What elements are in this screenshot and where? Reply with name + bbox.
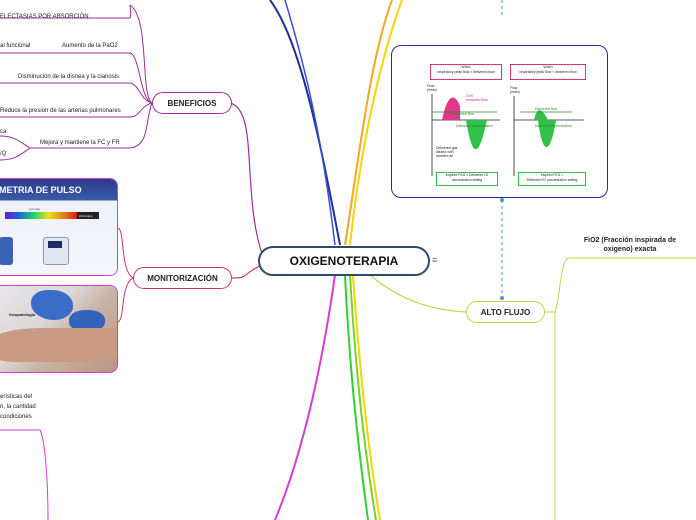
spectrum-bar xyxy=(5,212,77,219)
oximetria-image-card[interactable]: METRIA DE PULSO Luz roja infrarrojos xyxy=(0,178,118,276)
leaf-fio2: FiO2 (Fracción inspirada de oxigeno) exa… xyxy=(583,237,677,253)
branch-line-monitorizacion xyxy=(231,264,263,279)
branch-line-magenta xyxy=(274,274,336,520)
leaf-ca: ca xyxy=(0,129,7,135)
right-result-box: Inspired FiO2 = Delivered O2 concentrati… xyxy=(518,172,586,186)
monitorizacion-label: MONITORIZACIÓN xyxy=(147,273,218,283)
branch-line-alto-flujo xyxy=(369,274,467,313)
leaf-arterias: Reduce la presion de las arterias pulmon… xyxy=(0,108,121,114)
finger-device xyxy=(0,237,13,265)
arm xyxy=(0,328,117,362)
glove-hand-2 xyxy=(69,310,105,332)
leaf-mejora: Mejora y mantiene la FC y FR xyxy=(40,140,120,146)
glove-hand-1 xyxy=(31,290,73,320)
arterial-sample-photo-card[interactable]: fisiopatología xyxy=(0,285,118,373)
oximeter-screen xyxy=(48,241,62,248)
right-condition-box: When inspiratory peak flow < delivered f… xyxy=(510,64,586,80)
leaf-caracteristicas-2: n, la cantidad xyxy=(0,404,36,410)
branch-line-yellow xyxy=(349,0,403,246)
infrared-bar xyxy=(77,212,99,219)
spectrum-label: Luz roja xyxy=(29,207,40,211)
beneficios-node[interactable]: BENEFICIOS xyxy=(152,92,232,114)
gas-note: Delivered gas diluted with ambient air xyxy=(436,146,458,158)
branch-line-green-2 xyxy=(349,274,377,520)
monitorizacion-node[interactable]: MONITORIZACIÓN xyxy=(133,267,232,289)
leaf-vq: /Q xyxy=(0,151,7,157)
alto-flujo-node[interactable]: ALTO FLUJO xyxy=(466,301,545,323)
right-axis-label: Flow (l/min) xyxy=(510,86,520,94)
photo-caption: fisiopatología xyxy=(9,312,35,317)
leaf-pao2: Aumento de la PaO2 xyxy=(62,43,118,49)
left-delivered-conc: Delivered concentration xyxy=(456,124,493,128)
leaf-caracteristicas-3: condiciones xyxy=(0,414,32,420)
leaf-disnea: Disminución de la disnea y la cianosis xyxy=(18,74,120,80)
right-delivered-flow: Delivered flow xyxy=(535,107,557,111)
left-axis-label: Flow (l/min) xyxy=(427,84,437,92)
central-topic-title: OXIGENOTERAPIA xyxy=(289,254,399,268)
branch-line-beneficios xyxy=(229,102,266,263)
central-menu-icon[interactable]: ≡ xyxy=(432,255,438,265)
right-delivered-conc: Delivered concentration xyxy=(535,124,572,128)
infrared-label: infrarrojos xyxy=(79,214,93,218)
alto-flujo-label: ALTO FLUJO xyxy=(480,307,531,317)
branch-line-top-left xyxy=(269,0,341,246)
beneficios-label: BENEFICIOS xyxy=(167,98,217,108)
leaf-caracteristicas-1: erísticas del xyxy=(0,394,33,400)
leaf-funcional: al funcional xyxy=(0,43,31,49)
left-result-box: Inspired FiO2 < Delivered O2 concentrati… xyxy=(436,172,498,186)
oximetria-image: METRIA DE PULSO Luz roja infrarrojos xyxy=(0,179,117,275)
arterial-sample-photo: fisiopatología xyxy=(0,286,117,372)
branch-line-blue-up xyxy=(284,0,336,246)
flow-curves xyxy=(431,94,584,176)
branch-line-orange xyxy=(344,0,393,246)
entrained-label: 21% entrained flow xyxy=(466,94,488,102)
flow-diagram-card[interactable]: When inspiratory peak flow > delivered f… xyxy=(391,45,608,198)
left-condition-box: When inspiratory peak flow > delivered f… xyxy=(430,64,502,80)
branch-line-green-1 xyxy=(344,274,369,520)
leaf-atelectasias: ELECTASIAS POR ABSORCIÓN xyxy=(0,14,89,20)
branch-line-yellow-2 xyxy=(352,274,381,520)
oximetria-title: METRIA DE PULSO xyxy=(0,185,82,195)
central-topic-node[interactable]: OXIGENOTERAPIA xyxy=(258,246,430,276)
left-delivered-flow: Delivered flow xyxy=(452,112,474,116)
